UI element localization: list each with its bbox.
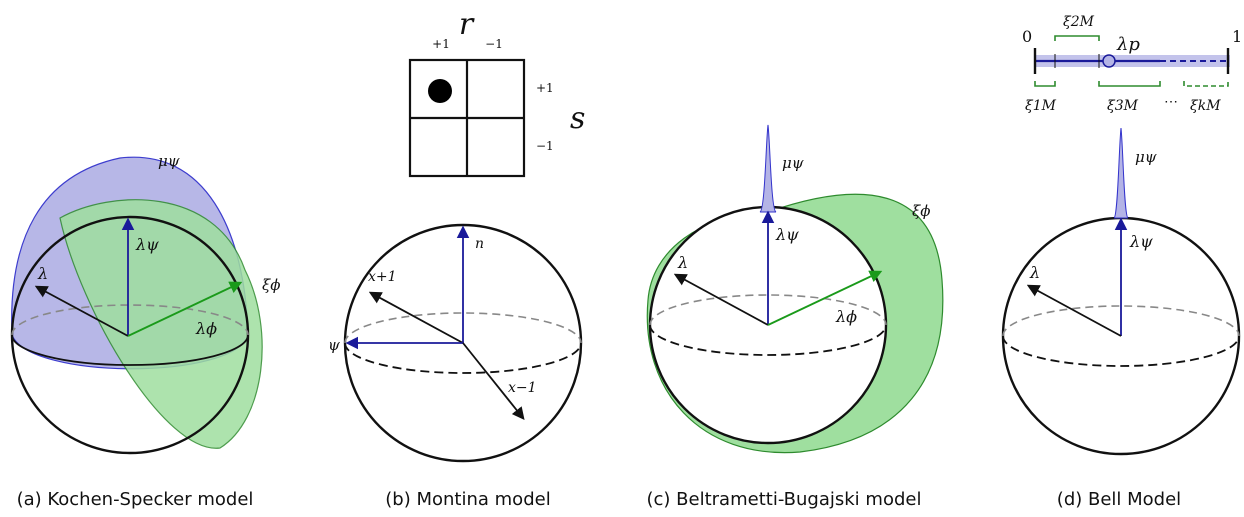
xi-3-label: ξ3M bbox=[1107, 98, 1139, 114]
n-label: n bbox=[475, 236, 484, 252]
lambda-p-label: λp bbox=[1116, 34, 1140, 55]
xi-2-label: ξ2M bbox=[1063, 14, 1095, 30]
equator-back bbox=[649, 294, 887, 326]
col-label-minus: −1 bbox=[485, 37, 503, 51]
equator-front bbox=[1002, 335, 1240, 367]
x-minus-label: x−1 bbox=[508, 380, 537, 396]
zero-label: 0 bbox=[1022, 27, 1032, 46]
mu-label: μψ bbox=[158, 152, 180, 170]
lambda-phi-label: λϕ bbox=[195, 319, 217, 338]
green-distribution bbox=[59, 199, 263, 449]
lambda-p-marker bbox=[1102, 54, 1116, 68]
mu-label: μψ bbox=[1135, 148, 1157, 166]
lambda-psi-label: λψ bbox=[1129, 232, 1153, 251]
equator-back bbox=[11, 304, 249, 336]
lambda-phi-arrow bbox=[127, 281, 243, 337]
xi-k-label: ξkM bbox=[1190, 98, 1221, 114]
panel-a: μψ λψ λ λϕ ξϕ (a) Kochen-Specker model bbox=[10, 152, 281, 510]
equator-front bbox=[344, 342, 582, 374]
xi-label: ξϕ bbox=[262, 276, 281, 294]
mu-label: μψ bbox=[782, 154, 804, 172]
lambda-phi-label: λϕ bbox=[835, 307, 857, 326]
lambda-phi-arrow bbox=[767, 270, 883, 326]
one-label: 1 bbox=[1232, 27, 1242, 46]
x-minus-arrow bbox=[462, 342, 525, 420]
x-plus-arrow bbox=[368, 291, 464, 344]
r-label: r bbox=[459, 7, 475, 42]
lambda-label: λ bbox=[1029, 263, 1040, 282]
mu-peak bbox=[759, 124, 777, 213]
dots-label: ⋯ bbox=[1164, 94, 1178, 110]
lambda-arrow bbox=[1026, 284, 1122, 337]
x-plus-label: x+1 bbox=[368, 269, 397, 285]
col-label-plus: +1 bbox=[432, 37, 450, 51]
lambda-psi-label: λψ bbox=[135, 235, 159, 254]
row-label-minus: −1 bbox=[536, 139, 554, 153]
lambda-psi-label: λψ bbox=[775, 225, 799, 244]
caption-b: (b) Montina model bbox=[385, 489, 550, 510]
xi-label: ξϕ bbox=[912, 202, 931, 220]
lambda-arrow bbox=[34, 285, 129, 337]
equator-front bbox=[649, 324, 887, 356]
lambda-arrow bbox=[673, 273, 769, 326]
mu-peak bbox=[1113, 127, 1129, 219]
s-label: s bbox=[570, 101, 585, 136]
caption-a: (a) Kochen-Specker model bbox=[17, 489, 254, 510]
equator-back bbox=[1002, 305, 1240, 337]
panel-d: 0 1 λp ξ2M ξ1M ξ3M ⋯ ξkM μψ λψ λ (d) Bel… bbox=[1001, 14, 1242, 510]
lambda-label: λ bbox=[37, 264, 48, 283]
xi-1-label: ξ1M bbox=[1025, 98, 1057, 114]
xi-2-bracket bbox=[1054, 35, 1100, 41]
grid-dot bbox=[428, 79, 452, 103]
equator-front bbox=[11, 334, 249, 366]
psi-label: ψ bbox=[328, 336, 340, 354]
panel-b: r +1 −1 +1 −1 s n x+1 ψ x−1 (b) Montina … bbox=[328, 7, 585, 510]
xi-3-bracket bbox=[1098, 81, 1161, 87]
xi-1-bracket bbox=[1034, 81, 1056, 87]
caption-d: (d) Bell Model bbox=[1057, 489, 1181, 510]
xi-k-bracket bbox=[1183, 81, 1229, 87]
row-label-plus: +1 bbox=[536, 81, 554, 95]
equator-back bbox=[344, 312, 582, 344]
panel-c: μψ ξϕ λψ λ λϕ (c) Beltrametti-Bugajski m… bbox=[647, 124, 944, 510]
caption-c: (c) Beltrametti-Bugajski model bbox=[647, 489, 922, 510]
lambda-label: λ bbox=[677, 253, 688, 272]
